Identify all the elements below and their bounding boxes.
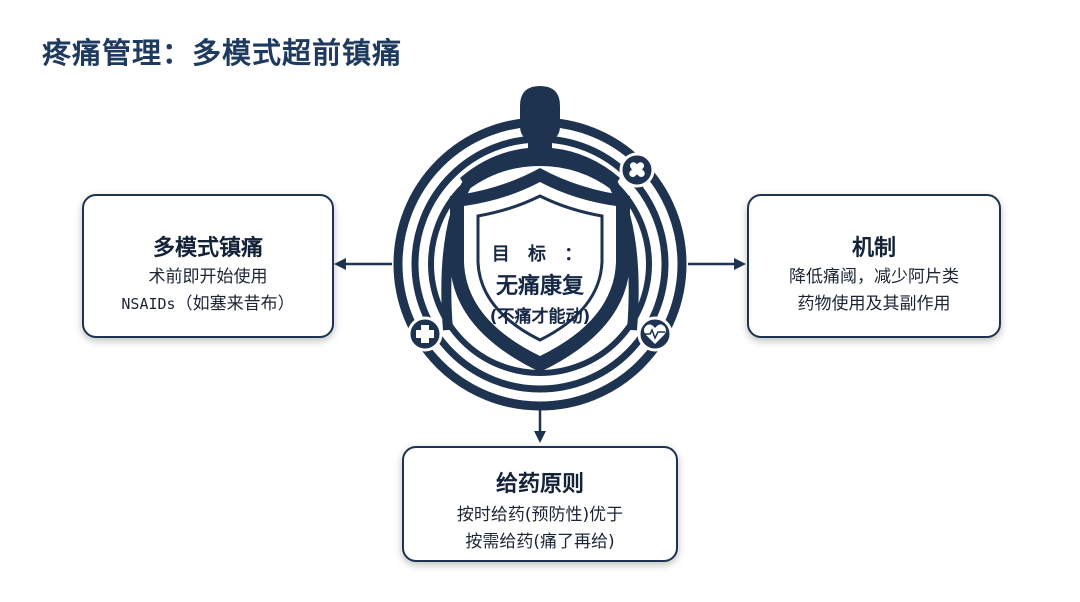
shield-icon (450, 168, 630, 372)
connector-arrows (334, 258, 746, 443)
dosing-principle-box: 给药原则 按时给药(预防性)优于 按需给药(痛了再给) (402, 446, 678, 562)
goal-main: 无痛康复 (495, 274, 584, 299)
multimodal-line2: NSAIDs（如塞来昔布） (84, 291, 332, 318)
dosing-title: 给药原则 (495, 472, 584, 497)
celecoxib-label: （如塞来昔布） (175, 294, 295, 314)
mechanism-title: 机制 (851, 236, 896, 261)
arrow-right-head (734, 258, 746, 270)
dosing-line2: 按需给药(痛了再给) (465, 532, 615, 552)
goal-label: 目 标 ： (491, 244, 589, 265)
page-title: 疼痛管理：多模式超前镇痛 (42, 36, 403, 70)
mechanism-box: 机制 降低痛阈，减少阿片类 药物使用及其副作用 (747, 194, 1001, 338)
dosing-line1: 按时给药(预防性)优于 (456, 505, 624, 525)
multimodal-title: 多模式镇痛 (152, 236, 263, 261)
pill-cross-icon (619, 152, 655, 188)
arrow-down-head (534, 431, 546, 443)
multimodal-analgesia-box: 多模式镇痛 术前即开始使用 NSAIDs（如塞来昔布） (82, 194, 334, 338)
medical-cross-icon (407, 316, 443, 352)
nsaids-label: NSAIDs (121, 295, 176, 313)
center-goal: 目 标 ： 无痛康复 (不痛才能动) (440, 240, 640, 327)
mechanism-line2: 药物使用及其副作用 (797, 294, 951, 314)
arrow-left-head (334, 258, 346, 270)
multimodal-line1: 术前即开始使用 (148, 267, 268, 287)
heart-pulse-icon (637, 316, 673, 352)
person-head-icon (441, 86, 639, 331)
mechanism-line1: 降低痛阈，减少阿片类 (789, 267, 959, 287)
goal-sub: (不痛才能动) (489, 307, 591, 327)
